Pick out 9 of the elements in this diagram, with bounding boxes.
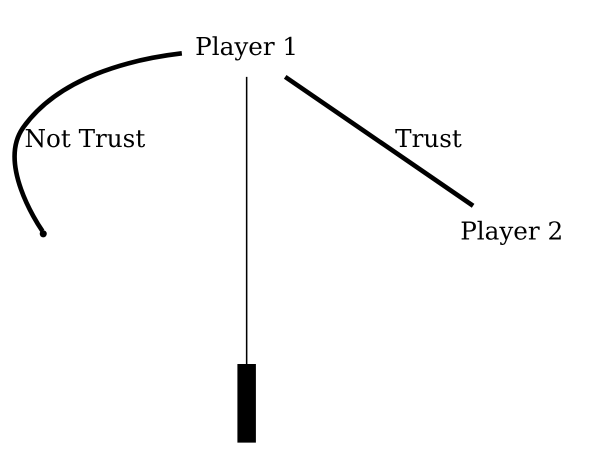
edge-label: Not Trust xyxy=(24,124,146,154)
connector xyxy=(12,51,182,232)
edge-label: Trust xyxy=(395,124,462,154)
node-text: Player 1 xyxy=(195,32,298,61)
node-bar xyxy=(237,364,256,443)
node-point xyxy=(40,230,47,238)
connector xyxy=(284,74,474,208)
connector xyxy=(246,76,248,365)
node-text: Player 2 xyxy=(460,216,564,246)
